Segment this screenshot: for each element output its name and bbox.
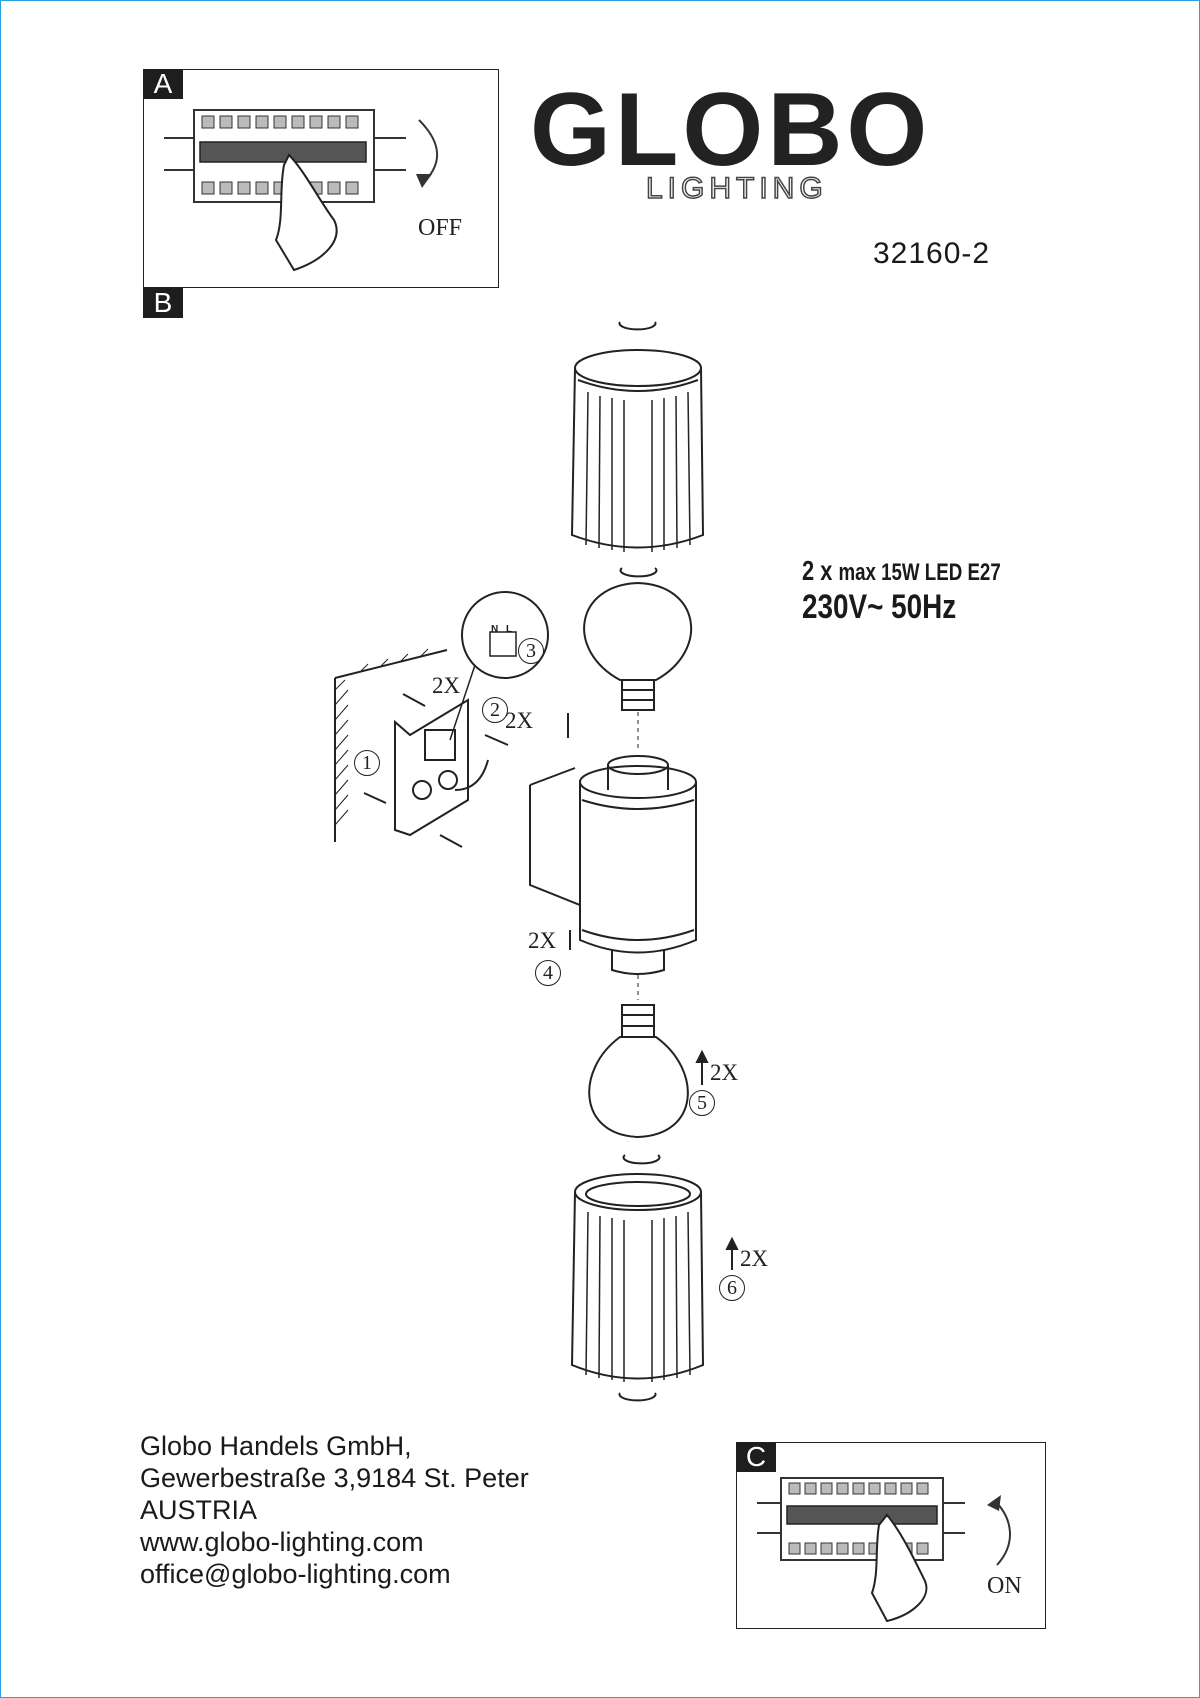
brand-logo: GLOBO [530, 72, 932, 188]
step-tag-a: A [143, 69, 183, 99]
qty-grub-label: 2X [528, 928, 557, 953]
panel-switch-on: ON [736, 1442, 1046, 1629]
company-address: Globo Handels GmbH, Gewerbestraße 3,9184… [140, 1430, 529, 1590]
step-1-marker: 1 [354, 750, 380, 776]
bulb-spec: 2 x max 15W LED E27 [802, 555, 1001, 587]
terminal-line-label: L [506, 624, 513, 635]
step-4-marker: 4 [535, 960, 561, 986]
off-label: OFF [418, 215, 463, 241]
step-tag-c: C [736, 1442, 776, 1472]
bulb-qty: 2 x [802, 555, 833, 586]
assembly-diagram [334, 321, 739, 1402]
company-name: Globo Handels GmbH, [140, 1431, 412, 1461]
qty-shade-label: 2X [740, 1246, 769, 1271]
model-number: 32160-2 [873, 237, 991, 270]
breaker-off-illustration [164, 109, 439, 272]
company-website[interactable]: www.globo-lighting.com [140, 1527, 424, 1557]
step-3-marker: 3 [518, 638, 544, 664]
step-6-marker: 6 [719, 1275, 745, 1301]
step-2-marker: 2 [482, 697, 508, 723]
terminal-neutral-label: N [491, 624, 499, 635]
breaker-on-illustration [757, 1477, 1011, 1623]
step-5-marker: 5 [689, 1090, 715, 1116]
company-street: Gewerbestraße 3,9184 St. Peter [140, 1463, 529, 1493]
company-email[interactable]: office@globo-lighting.com [140, 1559, 451, 1589]
step-tag-b: B [143, 288, 183, 318]
panel-switch-off: OFF [143, 69, 499, 288]
qty-bulb-label: 2X [710, 1060, 739, 1085]
company-country: AUSTRIA [140, 1495, 258, 1525]
brand-sub: LIGHTING [645, 172, 828, 205]
qty-plugs-label: 2X [432, 673, 461, 698]
on-label: ON [987, 1573, 1022, 1599]
bulb-type: max 15W LED E27 [838, 559, 1001, 586]
power-spec: 230V~ 50Hz [802, 588, 957, 626]
qty-screws-label: 2X [505, 708, 534, 733]
